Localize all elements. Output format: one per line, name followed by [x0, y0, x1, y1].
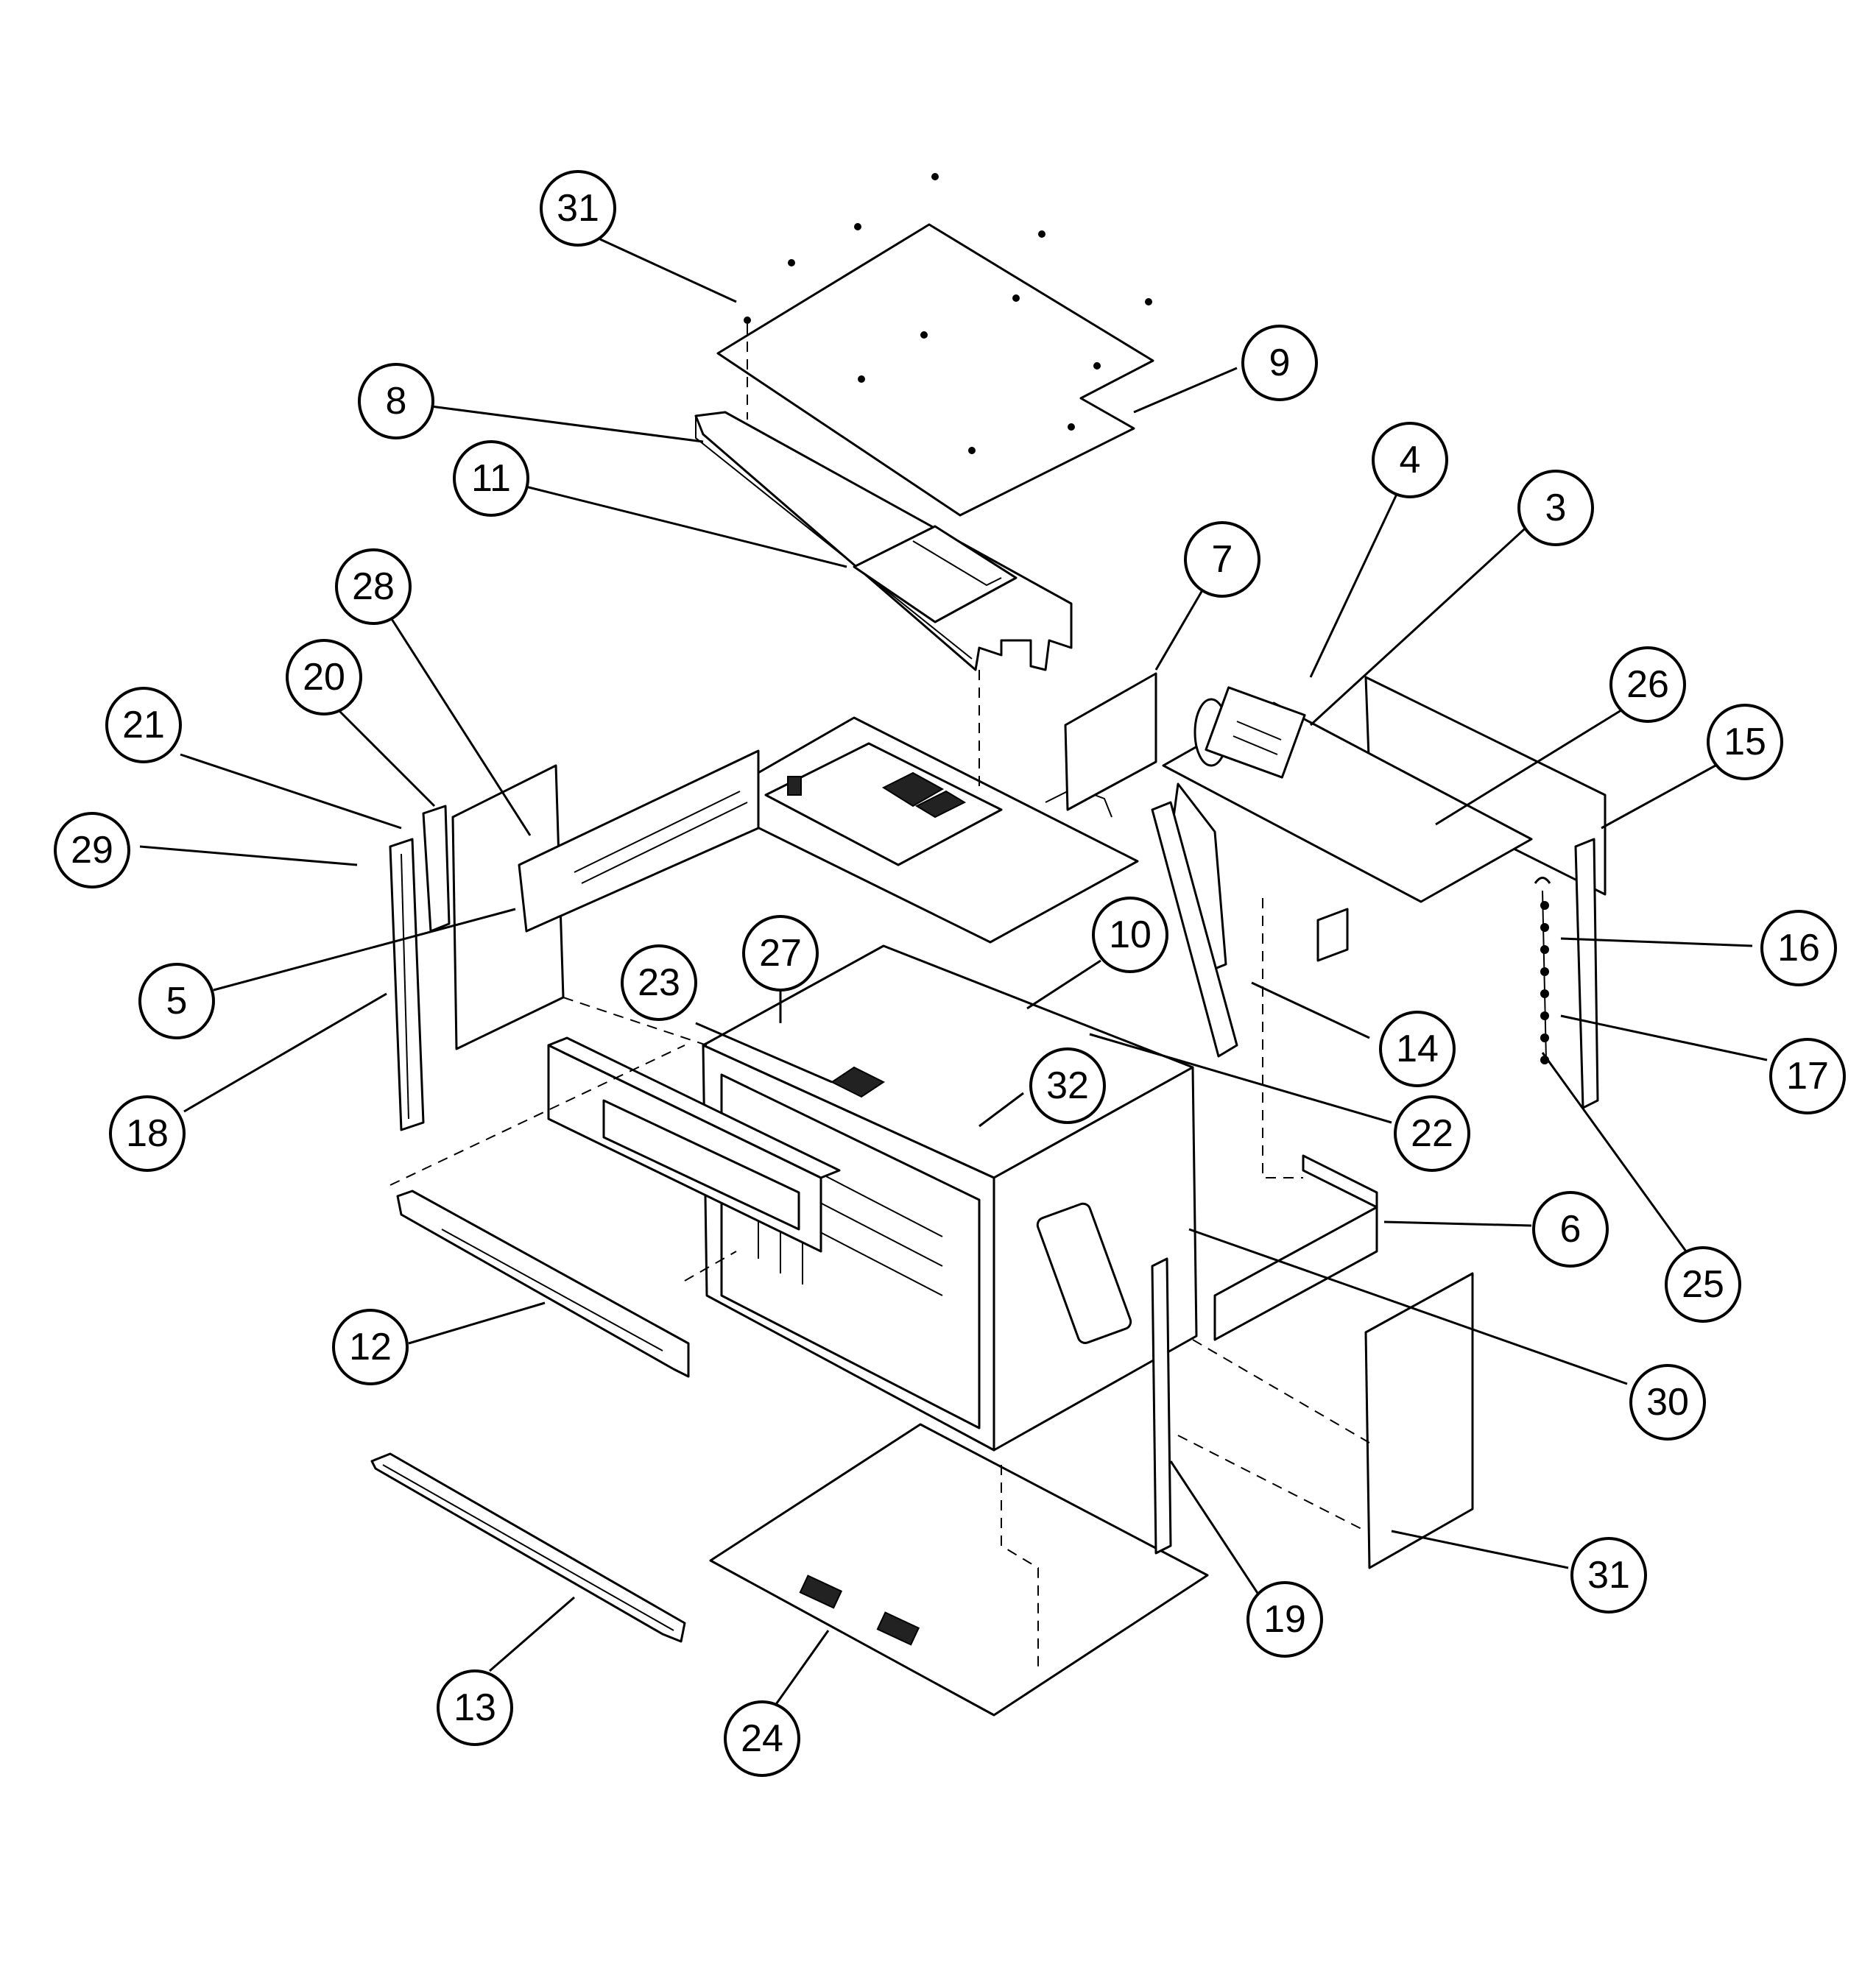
callout-17: 17 — [1769, 1038, 1846, 1114]
svg-text:28: 28 — [352, 565, 395, 608]
callout-8: 8 — [358, 363, 434, 439]
left-trim-strips — [389, 805, 451, 1131]
svg-text:29: 29 — [71, 829, 113, 872]
callout-31-bottom: 31 — [1570, 1537, 1647, 1614]
callout-21: 21 — [105, 687, 182, 763]
svg-text:19: 19 — [1263, 1598, 1306, 1641]
svg-text:10: 10 — [1109, 913, 1152, 956]
left-side-panel — [451, 749, 760, 1050]
svg-text:26: 26 — [1626, 663, 1669, 706]
callout-3: 3 — [1517, 470, 1594, 546]
svg-text:32: 32 — [1046, 1064, 1089, 1107]
svg-text:4: 4 — [1400, 439, 1421, 481]
svg-text:23: 23 — [638, 961, 680, 1004]
bottom-panel — [709, 1423, 1209, 1717]
callout-28: 28 — [335, 548, 412, 625]
svg-text:3: 3 — [1545, 487, 1567, 529]
callout-32: 32 — [1029, 1047, 1106, 1124]
top-cover-panel — [716, 173, 1154, 517]
callout-7: 7 — [1184, 521, 1260, 598]
svg-text:16: 16 — [1777, 927, 1820, 969]
callout-20: 20 — [286, 639, 362, 715]
svg-text:6: 6 — [1560, 1208, 1581, 1251]
callout-31-top: 31 — [540, 170, 616, 247]
callout-24: 24 — [724, 1700, 800, 1777]
callout-27: 27 — [742, 915, 819, 992]
svg-text:25: 25 — [1682, 1263, 1724, 1306]
svg-text:13: 13 — [454, 1686, 496, 1729]
callout-10: 10 — [1092, 897, 1168, 973]
svg-text:30: 30 — [1646, 1381, 1689, 1424]
callout-14: 14 — [1379, 1011, 1456, 1087]
svg-text:20: 20 — [303, 656, 345, 699]
svg-text:21: 21 — [122, 704, 165, 746]
callout-12: 12 — [332, 1309, 409, 1385]
svg-text:8: 8 — [386, 380, 407, 423]
callout-19: 19 — [1246, 1581, 1323, 1658]
callout-4: 4 — [1372, 422, 1448, 498]
heating-coil — [1534, 877, 1551, 1064]
svg-text:7: 7 — [1212, 538, 1233, 581]
callout-22: 22 — [1394, 1095, 1470, 1172]
assembly-guide-lines — [389, 324, 1370, 1671]
svg-text:31: 31 — [557, 187, 599, 230]
callout-13: 13 — [437, 1669, 513, 1746]
right-rear-assembly — [1064, 672, 1607, 1109]
callout-15: 15 — [1707, 704, 1783, 780]
callout-16: 16 — [1760, 910, 1837, 986]
svg-text:31: 31 — [1587, 1554, 1630, 1597]
callout-11: 11 — [453, 440, 529, 517]
callout-6: 6 — [1532, 1191, 1609, 1268]
svg-text:22: 22 — [1411, 1112, 1453, 1155]
callout-18: 18 — [109, 1095, 186, 1172]
callout-26: 26 — [1609, 646, 1686, 723]
svg-text:27: 27 — [759, 932, 802, 975]
front-control-bar — [547, 1036, 841, 1253]
svg-text:14: 14 — [1396, 1028, 1439, 1070]
right-side-strips — [1151, 801, 1238, 1555]
top-duct-assembly — [694, 411, 1073, 671]
svg-text:12: 12 — [349, 1326, 392, 1368]
leader-lines — [139, 238, 1768, 1720]
svg-text:5: 5 — [166, 980, 188, 1022]
callout-23: 23 — [621, 944, 697, 1021]
right-front-bracket — [1213, 1154, 1474, 1569]
callout-9: 9 — [1241, 325, 1318, 401]
svg-text:18: 18 — [126, 1112, 169, 1155]
svg-text:24: 24 — [741, 1717, 783, 1760]
callout-5: 5 — [138, 963, 215, 1039]
callout-25: 25 — [1665, 1246, 1741, 1323]
svg-text:9: 9 — [1269, 342, 1291, 384]
callout-29: 29 — [54, 812, 130, 888]
lower-front-trim — [370, 1190, 690, 1643]
svg-text:15: 15 — [1724, 721, 1766, 763]
svg-text:17: 17 — [1786, 1055, 1829, 1098]
callout-30: 30 — [1629, 1364, 1706, 1441]
svg-text:11: 11 — [471, 457, 511, 500]
